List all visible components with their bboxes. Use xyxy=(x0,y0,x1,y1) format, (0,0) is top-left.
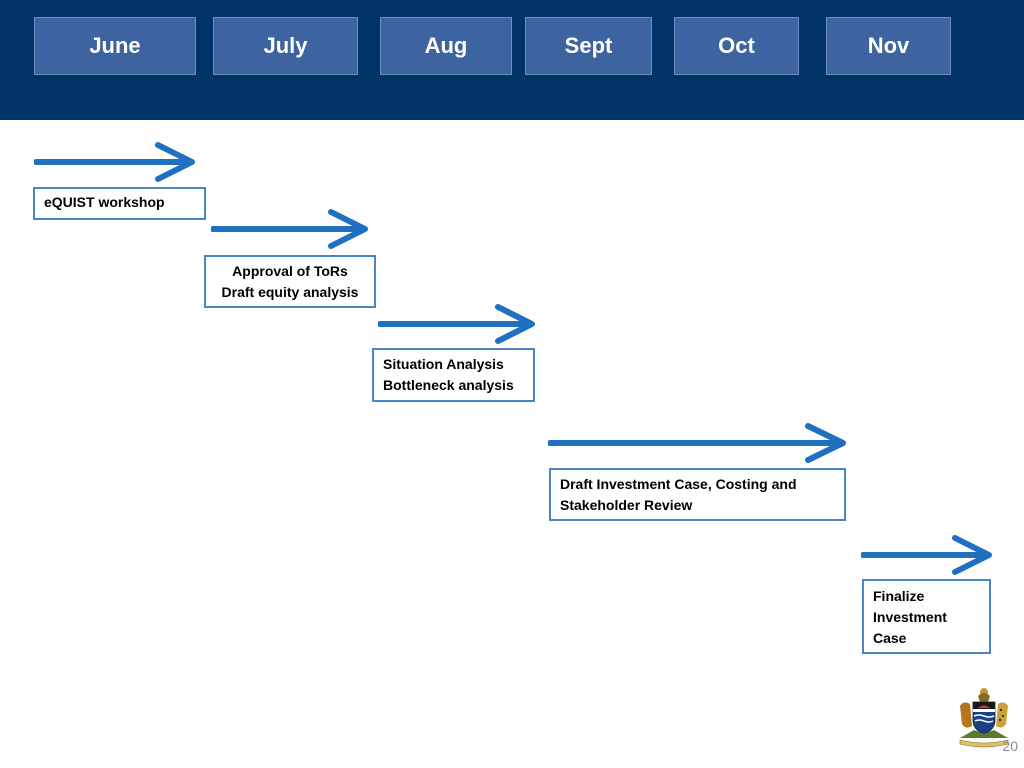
timeline-arrow-2 xyxy=(211,209,368,249)
coat-of-arms-icon xyxy=(959,688,1009,748)
task-line: Case xyxy=(873,630,907,646)
timeline-arrow-4 xyxy=(548,423,846,463)
timeline-arrow-3 xyxy=(378,304,535,344)
task-line: eQUIST workshop xyxy=(44,194,165,210)
timeline-header: June July Aug Sept Oct Nov xyxy=(0,0,1024,120)
task-draft-investment-case: Draft Investment Case, Costing and Stake… xyxy=(549,468,846,521)
month-oct: Oct xyxy=(674,17,799,75)
task-finalize-investment-case: Finalize Investment Case xyxy=(862,579,991,654)
task-line: Investment xyxy=(873,609,947,625)
page-number: 20 xyxy=(1002,738,1018,754)
timeline-arrow-1 xyxy=(34,142,195,182)
task-line: Situation Analysis xyxy=(383,356,504,372)
task-approval-of-tors: Approval of ToRs Draft equity analysis xyxy=(204,255,376,308)
task-line: Draft equity analysis xyxy=(221,284,359,300)
task-line: Finalize xyxy=(873,588,925,604)
month-july: July xyxy=(213,17,358,75)
task-line: Approval of ToRs xyxy=(232,263,348,279)
task-situation-analysis: Situation Analysis Bottleneck analysis xyxy=(372,348,535,402)
month-sept: Sept xyxy=(525,17,652,75)
month-june: June xyxy=(34,17,196,75)
month-nov: Nov xyxy=(826,17,951,75)
timeline-arrow-5 xyxy=(861,535,992,575)
task-line: Bottleneck analysis xyxy=(383,377,514,393)
task-line: Stakeholder Review xyxy=(560,497,693,513)
task-equist-workshop: eQUIST workshop xyxy=(33,187,206,220)
month-aug: Aug xyxy=(380,17,512,75)
task-line: Draft Investment Case, Costing and xyxy=(560,476,797,492)
